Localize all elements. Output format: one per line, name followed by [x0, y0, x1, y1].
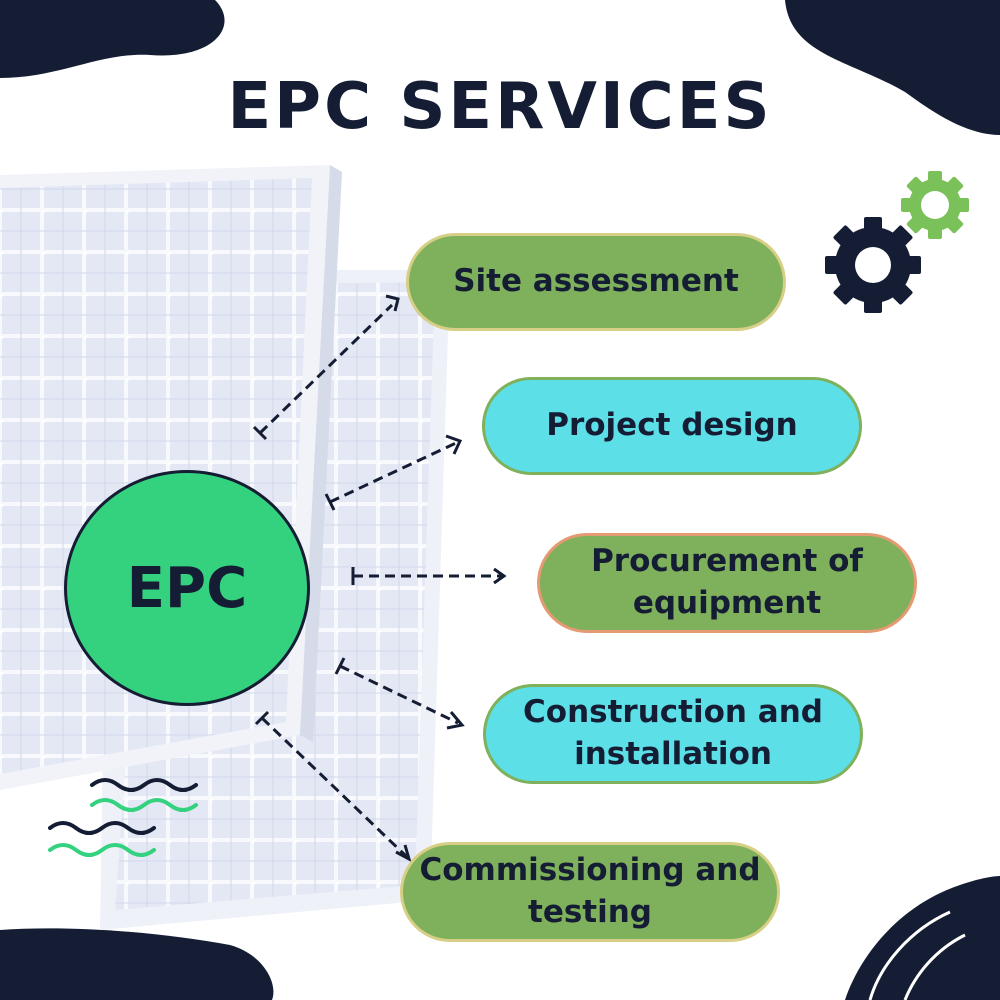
- corner-blob-top-left: [0, 0, 225, 78]
- connectors: [252, 294, 507, 863]
- epc-hub-circle: EPC: [64, 470, 310, 706]
- service-label: Construction and installation: [523, 694, 823, 772]
- gear-icon: [901, 171, 969, 239]
- connector-arrow: [254, 710, 412, 863]
- corner-blob-top-right: [785, 0, 1000, 135]
- corner-blob-bottom-left: [0, 928, 274, 1000]
- service-label: Procurement of equipment: [591, 543, 863, 621]
- service-construction: Construction and installation: [483, 684, 863, 784]
- page-title: EPC SERVICES: [227, 70, 773, 144]
- corner-blob-bottom-right: [845, 876, 1000, 1000]
- connector-arrow: [351, 567, 507, 585]
- hub-label: EPC: [126, 555, 248, 621]
- service-label: Project design: [546, 407, 798, 444]
- wave-lines: [48, 778, 198, 857]
- connector-arrow: [324, 434, 463, 511]
- service-site-assessment: Site assessment: [406, 233, 786, 331]
- connector-arrow: [252, 294, 400, 441]
- service-commissioning: Commissioning and testing: [400, 842, 780, 942]
- service-label: Site assessment: [453, 263, 739, 300]
- service-project-design: Project design: [482, 377, 862, 475]
- service-procurement: Procurement of equipment: [537, 533, 917, 633]
- gear-icon: [825, 217, 921, 313]
- service-label: Commissioning and testing: [419, 852, 761, 930]
- connector-arrow: [334, 657, 465, 730]
